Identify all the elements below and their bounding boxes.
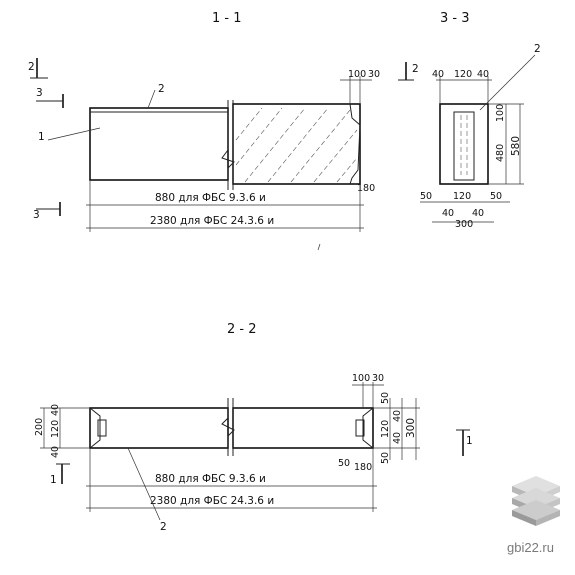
block-elevation-1-1 (89, 100, 361, 190)
dim-40-bottom-right-3-3: 40 (472, 208, 484, 219)
dim-40-bottom-left-3-3: 40 (442, 208, 454, 219)
dim-40-left-top-2-2: 40 (50, 404, 61, 416)
section-marker-1-right: 1 (466, 435, 473, 447)
dim-100-right-3-3: 100 (495, 104, 506, 122)
dim-120-bottom-3-3: 120 (453, 191, 471, 202)
dim-50-right-top-2-2: 50 (380, 392, 391, 404)
dim-30-2-2: 30 (372, 373, 384, 384)
block-plan-2-2 (89, 398, 374, 456)
section-marker-2-right: 2 (412, 63, 419, 75)
dim-40-right-b-2-2: 40 (392, 432, 403, 444)
dim-length-row1-1-1: 880 для ФБС 9.3.6 и (155, 192, 266, 204)
dim-120-top-3-3: 120 (454, 69, 472, 80)
callout-1: 1 (38, 131, 45, 143)
section-title-3-3: 3 - 3 (440, 11, 470, 26)
dim-100-2-2: 100 (352, 373, 370, 384)
section-marker-1-left: 1 (50, 474, 57, 486)
svg-text:3: 3 (36, 87, 43, 99)
block-cross-section-3-3 (439, 103, 489, 185)
watermark-site-text: gbi22.ru (507, 540, 554, 555)
dim-length-row2-1-1: 2380 для ФБС 24.3.6 и (150, 215, 274, 227)
section-marker-3-bottom: 3 (33, 202, 61, 221)
dim-50-right-3-3: 50 (490, 191, 502, 202)
dim-200-left-2-2: 200 (34, 418, 45, 436)
dim-300-right-2-2: 300 (405, 418, 417, 438)
callout-2-top: 2 (158, 83, 165, 95)
dim-120-left-2-2: 120 (50, 420, 61, 438)
dim-300-bottom-3-3: 300 (455, 219, 473, 230)
dim-100-1-1: 100 (348, 69, 366, 80)
dim-580-right-3-3: 580 (510, 136, 522, 156)
dim-50-left-3-3: 50 (420, 191, 432, 202)
svg-text:2: 2 (28, 61, 35, 73)
section-title-2-2: 2 - 2 (227, 322, 257, 337)
dim-40-top-right-3-3: 40 (477, 69, 489, 80)
dim-30-1-1: 30 (368, 69, 380, 80)
hatch-fill (235, 107, 358, 183)
dim-180-bottom-2-2: 180 (354, 462, 372, 473)
callout-2-3-3: 2 (534, 43, 541, 55)
stacked-blocks-logo-icon (512, 476, 560, 526)
dim-length-row2-2-2: 2380 для ФБС 24.3.6 и (150, 495, 274, 507)
dim-480-right-3-3: 480 (495, 144, 506, 162)
dim-120-right-2-2: 120 (380, 420, 391, 438)
dim-length-row1-2-2: 880 для ФБС 9.3.6 и (155, 473, 266, 485)
dim-50-bottom-2-2: 50 (338, 458, 350, 469)
section-marker-3-top: 3 (36, 87, 64, 108)
dim-50-right-bottom-2-2: 50 (380, 452, 391, 464)
dim-40-top-left-3-3: 40 (432, 69, 444, 80)
svg-text:3: 3 (33, 209, 40, 221)
section-marker-2-top: 2 (28, 58, 48, 79)
callout-2-2-2: 2 (160, 521, 167, 533)
dim-40-left-bottom-2-2: 40 (50, 446, 61, 458)
dim-180-1-1: 180 (357, 183, 375, 194)
dim-40-right-a-2-2: 40 (392, 410, 403, 422)
section-title-1-1: 1 - 1 (212, 11, 242, 26)
